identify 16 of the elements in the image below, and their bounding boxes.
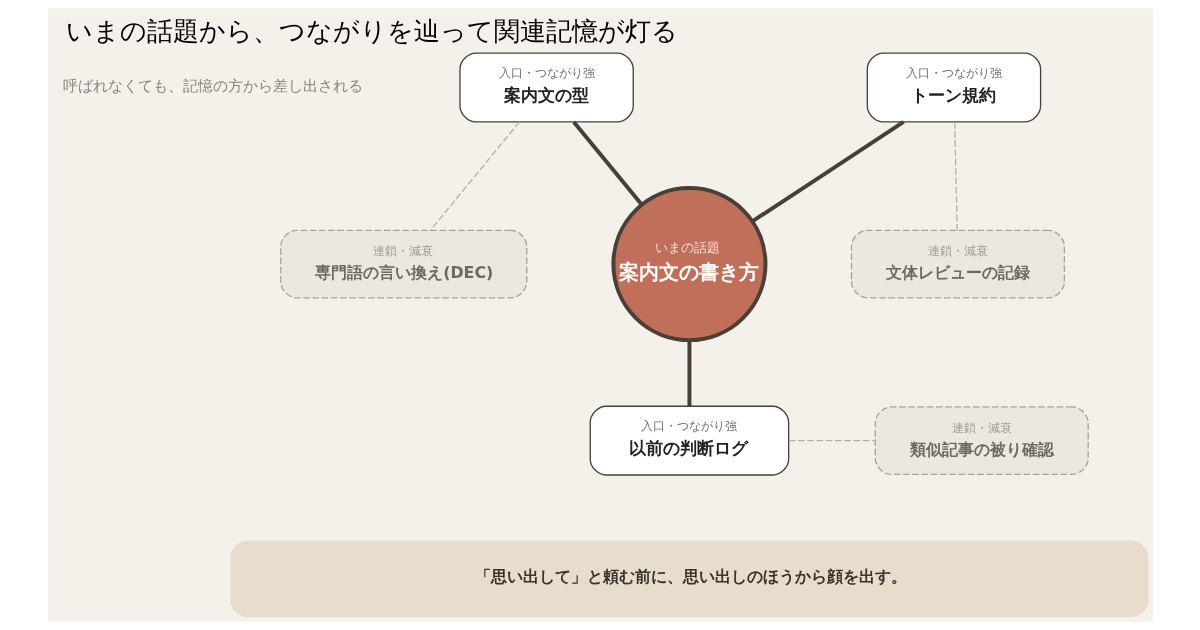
node-box: 連鎖・減衰 専門語の言い換え(DEC) [279, 229, 527, 299]
connector [571, 120, 643, 206]
label: 呼ばれなくても、記憶の方から差し出される [62, 78, 363, 95]
node-box: 連鎖・減衰 文体レビューの記録 [850, 229, 1065, 299]
node-circle: いまの話題 案内文の書き方 [610, 186, 767, 343]
node-box: 「思い出して」と頼む前に、思い出しのほうから顔を出す。 [230, 540, 1148, 618]
node-box: 入口・つながり強 トーン規約 [866, 52, 1041, 123]
connector [953, 121, 958, 231]
connector [787, 439, 876, 442]
connector [751, 120, 905, 223]
diagram-title: いまの話題から、つながりを辿って関連記憶が灯る [65, 14, 678, 46]
node-box: 連鎖・減衰 類似記事の被り確認 [874, 406, 1089, 476]
connector [686, 340, 691, 407]
node-box: 入口・つながり強 以前の判断ログ [589, 405, 789, 476]
connector [429, 121, 520, 231]
node-box: 入口・つながり強 案内文の型 [458, 52, 634, 123]
